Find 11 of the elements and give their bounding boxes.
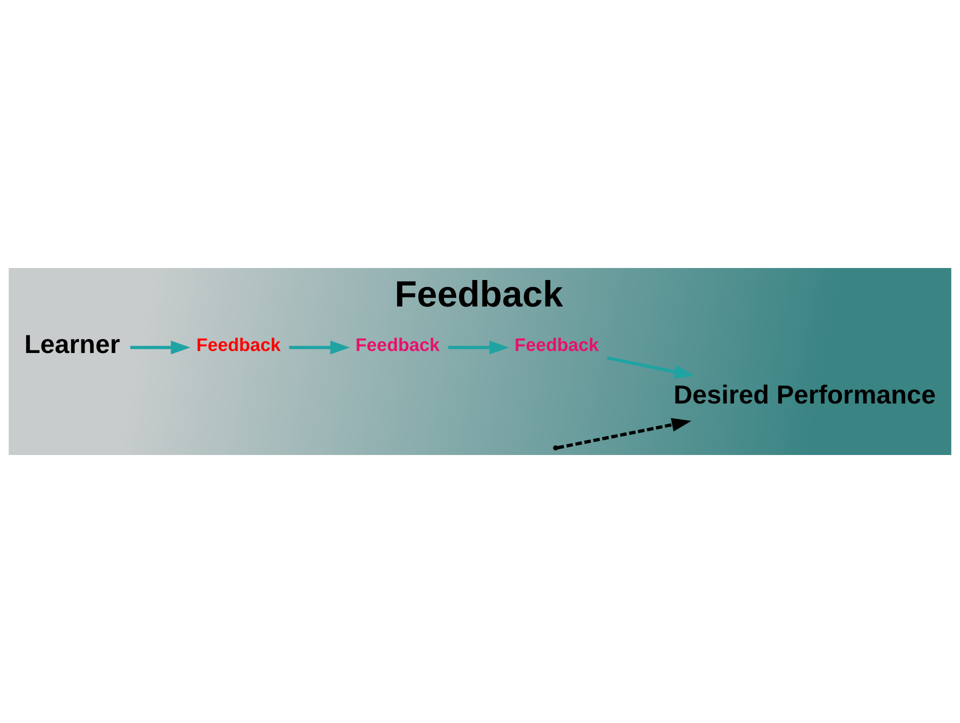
node-text: Feedback — [196, 334, 281, 356]
arrow — [289, 340, 350, 354]
node-text: Desired Performance — [674, 380, 936, 410]
node-text: Learner — [24, 328, 120, 359]
arrow — [448, 340, 509, 354]
arrow — [130, 340, 190, 354]
arrow — [607, 356, 694, 379]
node-text: Feedback — [356, 334, 440, 356]
node-text: Feedback — [514, 334, 599, 356]
diagram-title: Feedback — [394, 273, 563, 314]
arrow — [557, 418, 692, 450]
